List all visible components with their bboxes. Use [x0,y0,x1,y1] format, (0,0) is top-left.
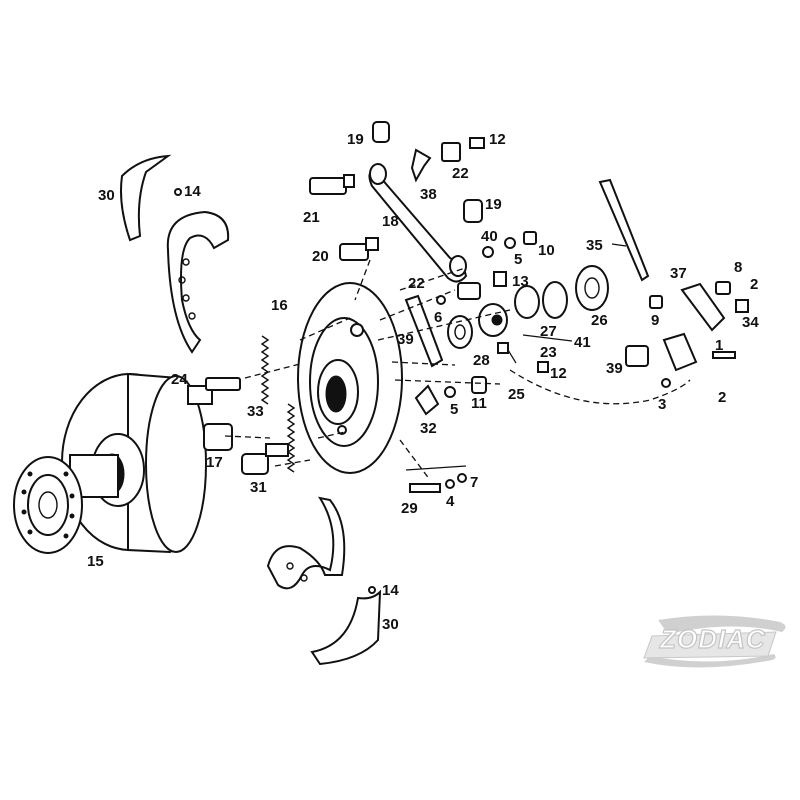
actuating-lever [368,121,483,283]
return-springs [260,335,296,473]
assembly-lines [224,259,691,481]
callout-25: 25 [508,386,525,403]
callout-23: 23 [540,344,557,361]
callout-5: 5 [450,401,458,418]
part-callouts: 30 14 19 22 12 38 21 18 19 40 5 10 35 20… [87,131,759,633]
callout-40: 40 [481,228,498,245]
callout-33: 33 [247,403,264,420]
callout-8: 8 [734,259,742,276]
callout-27: 27 [540,323,557,340]
zodiac-swoosh-logo [643,615,786,668]
callout-2: 2 [718,389,726,406]
callout-9: 9 [651,312,659,329]
small-hardware [174,137,749,594]
callout-14: 14 [184,183,201,200]
callout-10: 10 [538,242,555,259]
callout-16: 16 [271,297,288,314]
callout-18: 18 [382,213,399,230]
upper-brake-shoe [166,210,230,354]
zodiac-logo-text: ZODIAC [659,623,766,654]
callout-3: 3 [658,396,666,413]
brake-backing-plate [297,282,403,474]
callout-13: 13 [512,273,529,290]
leader-lines [405,243,627,471]
callout-15: 15 [87,553,104,570]
callout-35: 35 [586,237,603,254]
brake-lining-lower [310,589,382,666]
callout-11: 11 [471,395,487,412]
callout-12: 12 [550,365,567,382]
callout-17: 17 [206,454,223,471]
callout-19: 19 [485,196,502,213]
lower-brake-shoe [266,496,346,590]
callout-28: 28 [473,352,490,369]
brake-lining-upper [120,154,172,242]
callout-6: 6 [434,309,442,326]
callout-29: 29 [401,500,418,517]
callout-12: 12 [489,131,506,148]
callout-30: 30 [382,616,399,633]
callout-37: 37 [670,265,687,282]
callout-26: 26 [591,312,608,329]
callout-21: 21 [303,209,320,226]
callout-22: 22 [408,275,425,292]
callout-32: 32 [420,420,437,437]
callout-2: 2 [750,276,758,293]
callout-5: 5 [514,251,522,268]
callout-7: 7 [470,474,478,491]
callout-34: 34 [742,314,759,331]
callout-30: 30 [98,187,115,204]
callout-1: 1 [715,337,723,354]
callout-41: 41 [574,334,591,351]
callout-19: 19 [347,131,364,148]
brake-drum-hub [13,372,207,554]
callout-38: 38 [420,186,437,203]
callout-20: 20 [312,248,329,265]
callout-31: 31 [250,479,267,496]
callout-24: 24 [171,371,188,388]
callout-39: 39 [397,331,414,348]
callout-4: 4 [446,493,455,510]
callout-14: 14 [382,582,399,599]
callout-22: 22 [452,165,469,182]
callout-39: 39 [606,360,623,377]
